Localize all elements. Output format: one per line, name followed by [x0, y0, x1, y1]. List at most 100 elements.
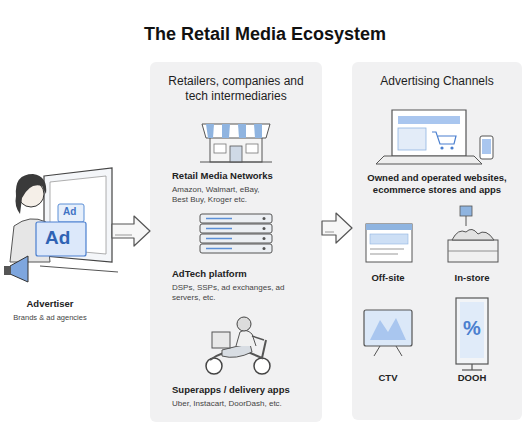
scooter-illustration-part [254, 358, 270, 374]
advertiser-illustration-part [40, 266, 118, 272]
offsite-illustration-part [366, 224, 412, 230]
store-illustration-part [230, 146, 242, 162]
store-illustration-part [202, 124, 270, 138]
advertiser-illustration-part [18, 181, 44, 207]
store-illustration-part [238, 124, 246, 138]
node-heading: Owned and operated websites, ecommerce s… [355, 172, 519, 196]
scooter-illustration-part [222, 344, 252, 357]
ctv-illustration-part [370, 318, 406, 340]
laptop-illustration-part [450, 146, 453, 149]
diagram-title: The Retail Media Ecosystem [0, 24, 530, 45]
node-heading: AdTech platform [172, 268, 312, 280]
laptop-illustration-part [392, 110, 466, 156]
server-illustration-part [200, 224, 272, 233]
arrow-shading [115, 234, 132, 236]
arrow-shading [325, 231, 334, 233]
laptop-illustration-part [480, 136, 493, 159]
dooh-illustration-part [460, 302, 484, 358]
ctv-illustration-part [374, 346, 380, 356]
node-heading: Retailers, companies and tech intermedia… [158, 74, 314, 104]
laptop-illustration [376, 110, 493, 164]
store-illustration-part [200, 162, 272, 163]
dooh-illustration-part [462, 369, 482, 370]
dooh-illustration [456, 298, 488, 370]
laptop-illustration-part [376, 156, 482, 164]
server-illustration-part [200, 234, 272, 243]
node-heading: DOOH [444, 372, 500, 384]
scooter-illustration-part [252, 336, 264, 340]
server-illustration-part [200, 244, 272, 253]
server-illustration-part [263, 217, 266, 220]
node-body: Brands & ad agencies [0, 313, 100, 323]
advertiser-node: AdvertiserBrands & ad agencies [0, 160, 112, 330]
advertiser-illustration-part [50, 176, 106, 254]
offsite-illustration-part [370, 254, 398, 255]
scooter-illustration-part [210, 340, 266, 360]
item-node: Superapps / delivery appsUber, Instacart… [172, 384, 317, 420]
server-illustration-part [200, 214, 272, 223]
illustration-label: Ad [63, 206, 76, 217]
server-illustration-part [263, 247, 266, 250]
offsite-illustration-part [370, 234, 408, 244]
flow-arrow [322, 213, 352, 243]
store-illustration-part [206, 124, 214, 138]
laptop-illustration-part [482, 139, 491, 154]
node-body: DSPs, SSPs, ad exchanges, ad servers, et… [172, 283, 287, 303]
scooter-illustration-part [212, 332, 230, 348]
scooter-illustration-part [236, 330, 256, 346]
laptop-illustration-part [398, 116, 460, 124]
server-illustration-part [263, 227, 266, 230]
scooter-illustration-part [206, 358, 222, 374]
flow-arrow [112, 216, 150, 246]
instore-illustration-part [460, 206, 472, 216]
ctv-illustration-part [364, 310, 412, 346]
node-heading: Advertising Channels [360, 74, 514, 89]
store-illustration [200, 124, 272, 162]
scooter-illustration-part [237, 317, 251, 331]
node-heading: Retail Media Networks [172, 170, 312, 182]
node-heading: In-store [444, 272, 500, 284]
offsite-illustration-part [366, 224, 412, 262]
server-illustration-part [206, 248, 232, 250]
server-illustration-part [206, 228, 232, 230]
channel-node: In-store [444, 272, 500, 288]
text-holder: AdvertiserBrands & ad agencies [0, 298, 100, 323]
group-panel: Retailers, companies and tech intermedia… [150, 62, 322, 422]
ctv-illustration [364, 310, 412, 356]
instore-illustration-part [448, 240, 498, 262]
ctv-illustration-part [396, 346, 402, 356]
node-heading: Off-site [360, 272, 416, 284]
store-illustration-part [246, 144, 258, 153]
channel-node: DOOH [444, 372, 500, 388]
channel-node: Owned and operated websites, ecommerce s… [355, 172, 519, 200]
illustration-label: Ad [45, 227, 70, 249]
store-illustration-part [210, 136, 262, 162]
node-heading: Advertiser [0, 298, 100, 310]
dooh-illustration-part [471, 364, 472, 370]
item-node: Retail Media NetworksAmazon, Walmart, eB… [172, 170, 312, 214]
instore-illustration-part [466, 216, 467, 226]
node-heading: Superapps / delivery apps [172, 384, 317, 396]
laptop-illustration-part [432, 132, 456, 144]
store-illustration-part [254, 124, 262, 138]
dooh-illustration-part [456, 298, 488, 364]
laptop-illustration-part [440, 146, 443, 149]
server-illustration-part [263, 237, 266, 240]
node-body: Amazon, Walmart, eBay, Best Buy, Kroger … [172, 185, 277, 205]
server-illustration [200, 214, 272, 253]
instore-illustration [448, 206, 498, 262]
advertiser-illustration-part [44, 168, 112, 262]
instore-illustration-part [448, 251, 498, 252]
instore-illustration-part [452, 229, 494, 240]
store-illustration-part [214, 144, 226, 153]
advertiser-illustration [4, 168, 118, 282]
store-illustration-part [222, 124, 230, 138]
scooter-illustration [206, 317, 270, 374]
server-illustration-part [206, 218, 232, 220]
node-body: Uber, Instacart, DoorDash, etc. [172, 399, 317, 409]
advertiser-illustration-part [4, 266, 11, 275]
advertiser-illustration-part [58, 204, 84, 222]
advertiser-illustration-part [16, 174, 47, 214]
